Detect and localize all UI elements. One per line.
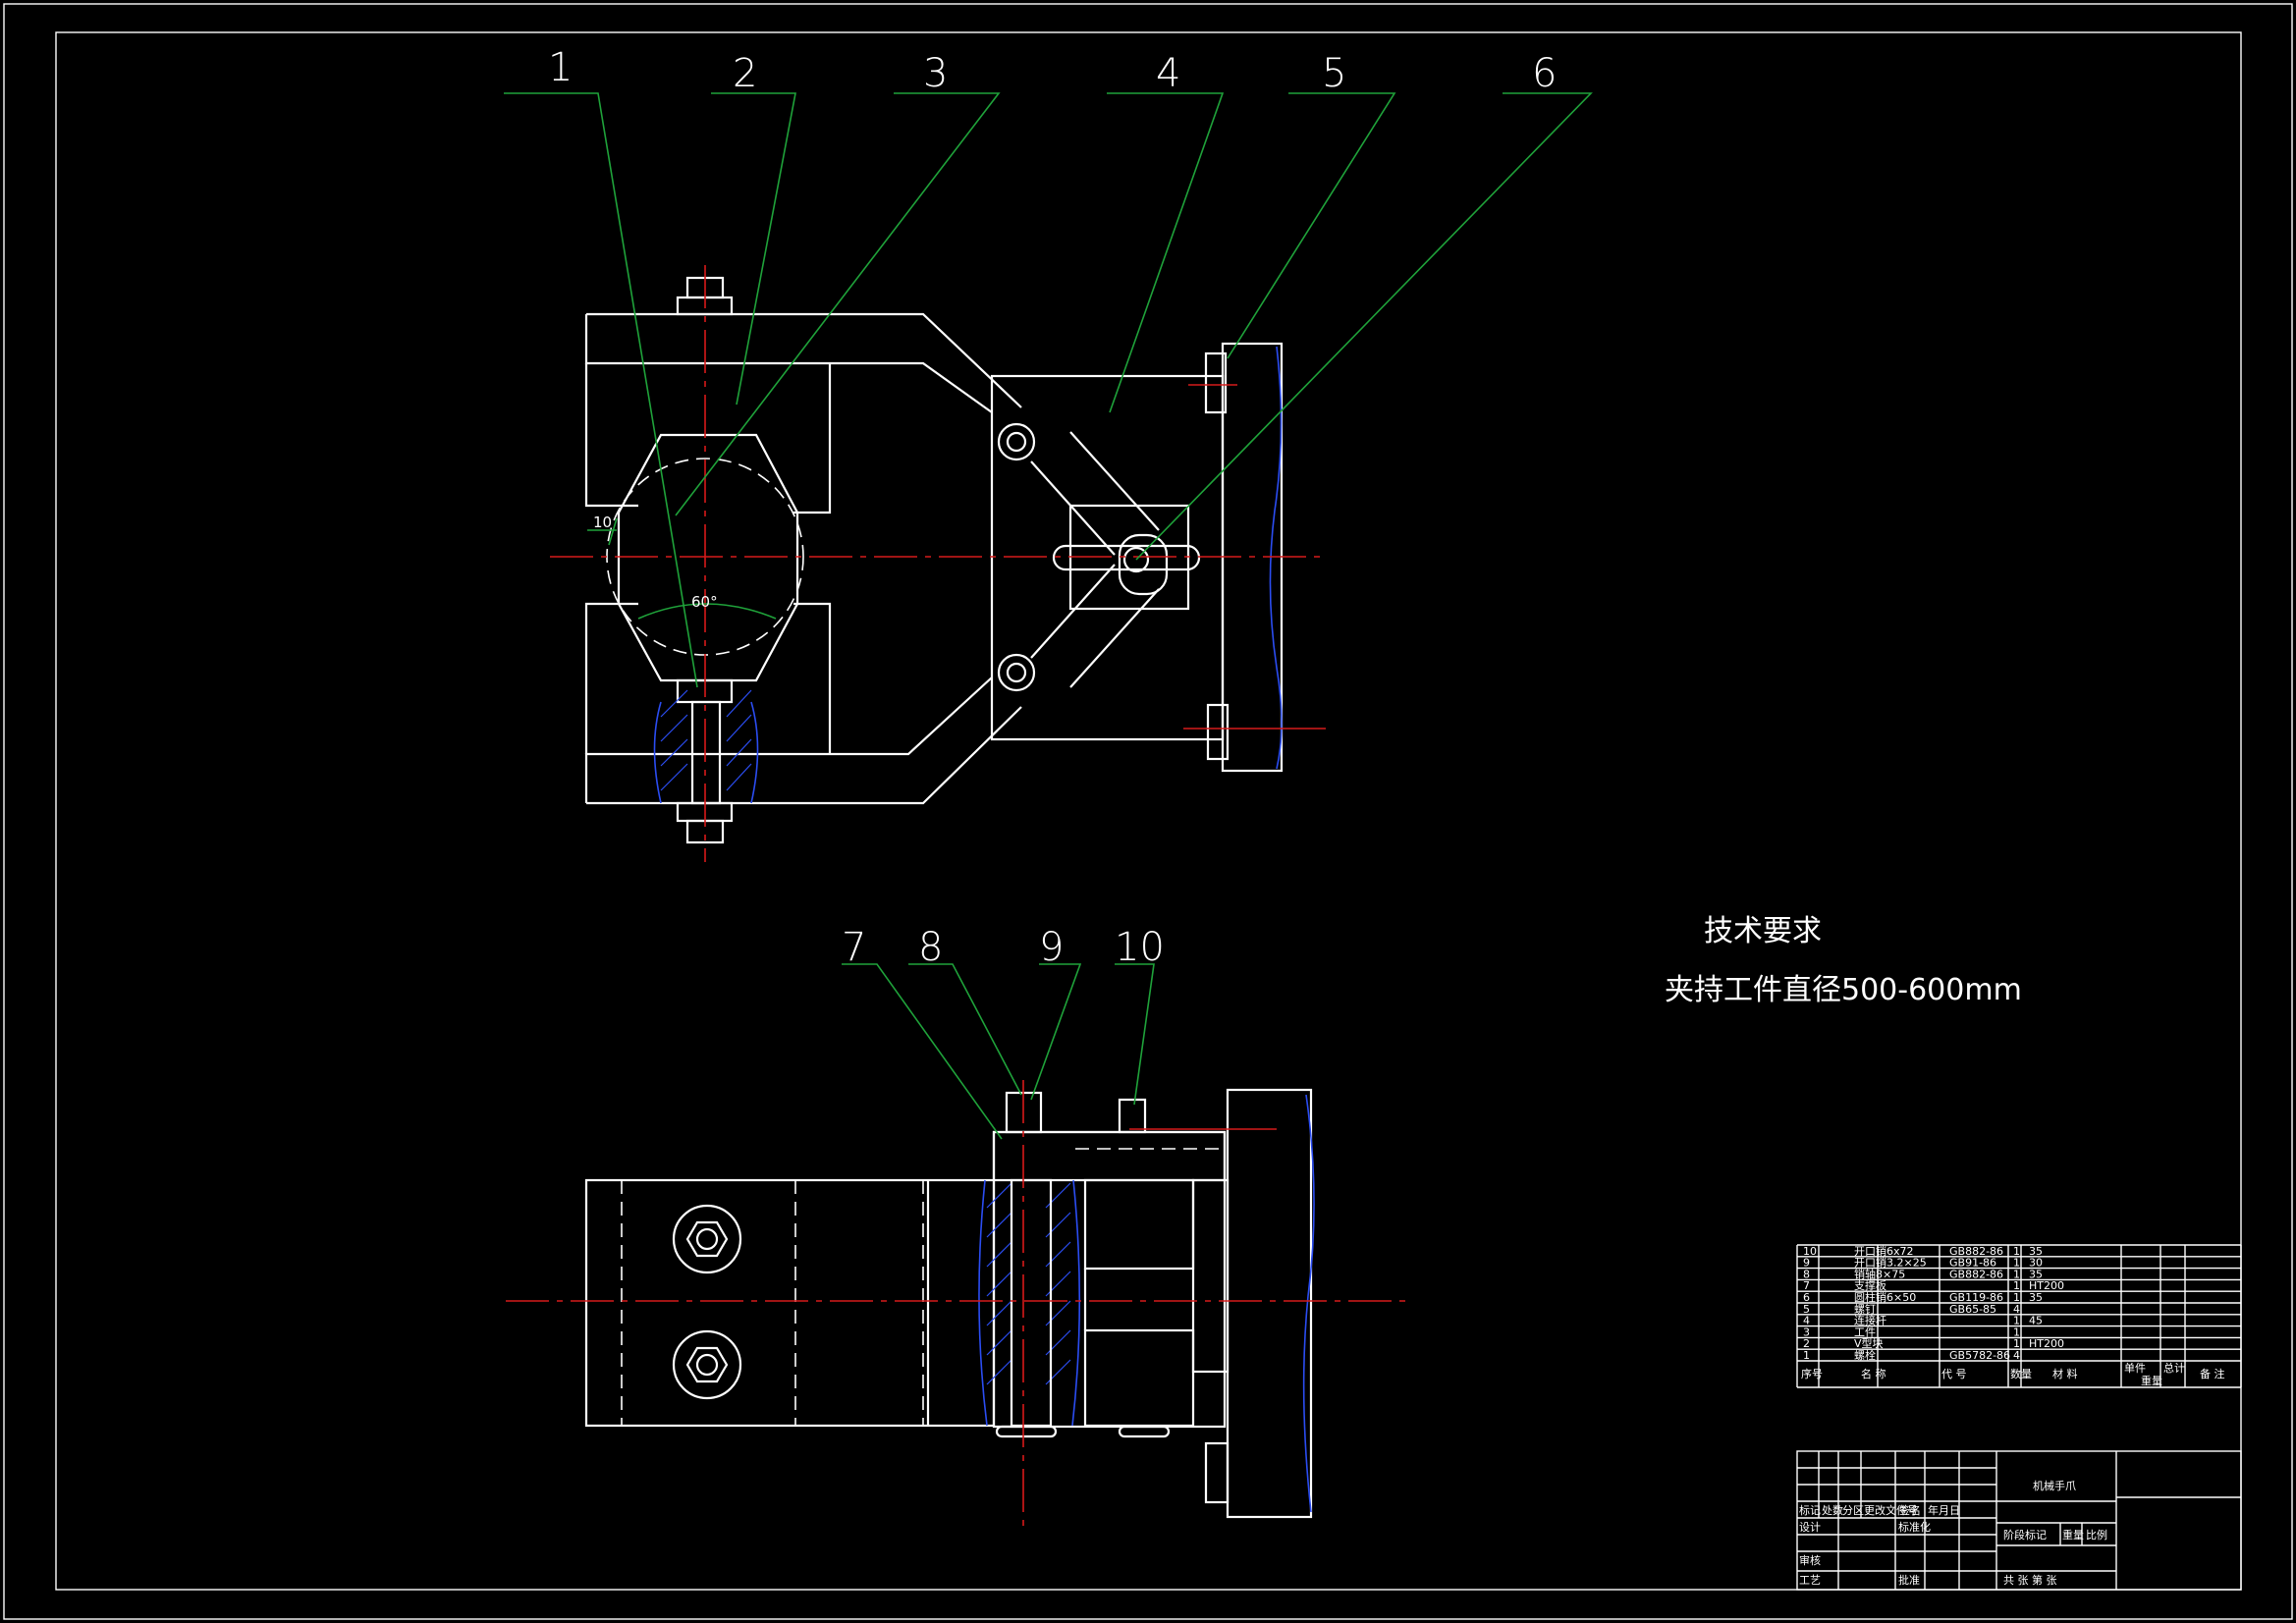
bottom-callouts: 7 8 9 10 bbox=[842, 925, 1165, 1140]
header-remark: 备 注 bbox=[2200, 1367, 2225, 1380]
part-name: 开口销6x72 bbox=[1854, 1244, 1914, 1258]
part-material: HT200 bbox=[2029, 1279, 2064, 1292]
part-name: 圆柱销6×50 bbox=[1854, 1290, 1916, 1304]
part-material: 30 bbox=[2029, 1257, 2043, 1270]
tb-stage-mark: 阶段标记 bbox=[2003, 1528, 2047, 1542]
inner-frame bbox=[55, 31, 2242, 1591]
part-no: 10 bbox=[1803, 1245, 1817, 1258]
header-qty: 数量 bbox=[2010, 1368, 2032, 1380]
header-total-weight: 总计 bbox=[2163, 1361, 2185, 1375]
outer-frame bbox=[3, 3, 2293, 1620]
angle-dimension: 60° bbox=[691, 593, 718, 611]
callout-1: 1 bbox=[548, 45, 573, 90]
part-code: GB882-86 bbox=[1949, 1245, 2003, 1258]
tb-sheet: 共 张 第 张 bbox=[2003, 1573, 2057, 1587]
tb-label-standard: 标准化 bbox=[1898, 1520, 1931, 1534]
part-no: 2 bbox=[1803, 1337, 1810, 1350]
part-name: 销轴8×75 bbox=[1854, 1267, 1905, 1280]
part-qty: 1 bbox=[2013, 1268, 2020, 1280]
part-name: 开口销3.2×25 bbox=[1854, 1256, 1927, 1270]
top-callouts: 1 2 3 4 5 6 bbox=[504, 45, 1593, 688]
part-no: 7 bbox=[1803, 1279, 1810, 1292]
part-material: 35 bbox=[2029, 1291, 2043, 1304]
part-name: 连接杆 bbox=[1854, 1314, 1886, 1327]
header-name: 名 称 bbox=[1861, 1367, 1886, 1380]
tb-label-zone: 分区 bbox=[1842, 1504, 1864, 1517]
header-material: 材 料 bbox=[2052, 1367, 2078, 1380]
callout-4: 4 bbox=[1156, 51, 1180, 96]
callout-5: 5 bbox=[1322, 51, 1346, 96]
drawing-name: 机械手爪 bbox=[2033, 1479, 2076, 1492]
callout-3: 3 bbox=[923, 51, 948, 96]
part-no: 6 bbox=[1803, 1291, 1810, 1304]
header-code: 代 号 bbox=[1941, 1368, 1967, 1380]
part-no: 3 bbox=[1803, 1325, 1810, 1338]
part-code: GB65-85 bbox=[1949, 1303, 1996, 1316]
header-no: 序号 bbox=[1801, 1367, 1823, 1380]
part-no: 5 bbox=[1803, 1303, 1810, 1316]
part-code: GB5782-86 bbox=[1949, 1349, 2010, 1362]
title-block: 机械手爪 标记 处数 分区 更改文件号 签名 年月日 设计 标准化 审核 工艺 … bbox=[1796, 1450, 2242, 1591]
part-no: 1 bbox=[1803, 1349, 1810, 1362]
tech-req-line1: 夹持工件直径500-600mm bbox=[1665, 973, 2022, 1007]
part-no: 9 bbox=[1803, 1257, 1810, 1270]
tb-label-date: 年月日 bbox=[1928, 1503, 1960, 1517]
part-no: 4 bbox=[1803, 1315, 1810, 1327]
tb-label-count: 处数 bbox=[1822, 1504, 1843, 1517]
part-qty: 1 bbox=[2013, 1291, 2020, 1304]
part-code: GB91-86 bbox=[1949, 1257, 1996, 1270]
part-qty: 1 bbox=[2013, 1325, 2020, 1338]
part-qty: 1 bbox=[2013, 1337, 2020, 1350]
part-qty: 1 bbox=[2013, 1245, 2020, 1258]
tb-label-change: 更改文件号 bbox=[1864, 1503, 1918, 1517]
tb-label-design: 设计 bbox=[1799, 1521, 1821, 1534]
part-name: V型块 bbox=[1854, 1336, 1884, 1350]
tb-label-review: 审核 bbox=[1799, 1553, 1821, 1567]
header-unit-weight: 单件 bbox=[2124, 1362, 2146, 1375]
part-code: GB882-86 bbox=[1949, 1268, 2003, 1280]
part-qty: 4 bbox=[2013, 1303, 2020, 1316]
part-material: 35 bbox=[2029, 1268, 2043, 1280]
part-qty: 1 bbox=[2013, 1257, 2020, 1270]
part-name: 螺栓 bbox=[1854, 1348, 1876, 1362]
tech-req-title: 技术要求 bbox=[1704, 914, 1822, 948]
part-qty: 4 bbox=[2013, 1349, 2020, 1362]
part-material: 35 bbox=[2029, 1245, 2043, 1258]
callout-6: 6 bbox=[1532, 51, 1557, 96]
tb-label-sign: 签名 bbox=[1899, 1503, 1921, 1517]
part-name: 工件 bbox=[1854, 1325, 1876, 1338]
part-name: 螺钉 bbox=[1854, 1303, 1876, 1316]
part-name: 支撑板 bbox=[1854, 1278, 1886, 1292]
part-material: HT200 bbox=[2029, 1337, 2064, 1350]
callout-2: 2 bbox=[733, 51, 757, 96]
header-weight: 重量 bbox=[2141, 1374, 2162, 1387]
tb-label-approve: 批准 bbox=[1898, 1573, 1920, 1587]
callout-8: 8 bbox=[918, 925, 943, 970]
part-no: 8 bbox=[1803, 1268, 1810, 1280]
tb-label-process: 工艺 bbox=[1799, 1574, 1821, 1587]
part-qty: 1 bbox=[2013, 1315, 2020, 1327]
gap-dimension: 10 bbox=[593, 514, 612, 531]
part-qty: 1 bbox=[2013, 1279, 2020, 1292]
top-view: 60° 10 bbox=[550, 265, 1326, 862]
tb-weight: 重量 bbox=[2062, 1528, 2084, 1542]
bottom-view bbox=[506, 1080, 1409, 1527]
callout-7: 7 bbox=[842, 925, 866, 970]
callout-10: 10 bbox=[1115, 925, 1165, 970]
tb-label-mark: 标记 bbox=[1799, 1503, 1821, 1517]
part-material: 45 bbox=[2029, 1315, 2043, 1327]
part-code: GB119-86 bbox=[1949, 1291, 2003, 1304]
tb-scale: 比例 bbox=[2086, 1528, 2107, 1542]
callout-9: 9 bbox=[1039, 925, 1064, 970]
